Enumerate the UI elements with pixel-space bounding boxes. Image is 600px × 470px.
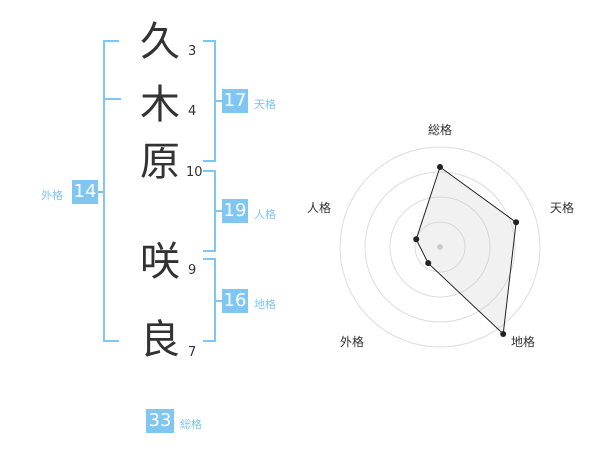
radar-point-3 <box>500 330 507 337</box>
radar-axis-label-chikaku: 地格 <box>511 334 535 349</box>
radar-axis-label-gaikaku: 外格 <box>340 334 364 349</box>
jinkaku-value: 19 <box>222 199 248 223</box>
stroke-count-5: 7 <box>188 345 197 360</box>
tenkaku-value: 17 <box>222 89 248 113</box>
radar-ring-2 <box>389 196 491 298</box>
stroke-count-1: 3 <box>188 44 197 59</box>
radar-point-4 <box>425 260 432 267</box>
gaikaku-bracket <box>103 40 119 342</box>
radar-point-2 <box>513 219 520 226</box>
radar-ring-4 <box>339 146 541 348</box>
name-char-1: 久 <box>140 19 180 65</box>
radar-axis-label-jinkaku: 人格 <box>307 200 331 215</box>
name-char-3: 原 <box>140 139 180 185</box>
gaikaku-label: 外格 <box>41 189 63 202</box>
radar-area <box>415 166 517 336</box>
radar-axis-label-soukaku: 総格 <box>428 122 452 137</box>
stroke-count-2: 4 <box>188 104 197 119</box>
chikaku-label: 地格 <box>254 298 276 311</box>
name-char-4: 咲 <box>140 239 180 285</box>
tenkaku-bracket-center <box>214 100 222 102</box>
radar-point-5 <box>413 236 420 243</box>
soukaku-value: 33 <box>146 409 174 433</box>
jinkaku-bracket-center <box>214 210 222 212</box>
name-char-5: 良 <box>140 317 180 363</box>
gaikaku-bracket-center <box>96 191 105 193</box>
gaikaku-value: 14 <box>72 180 98 204</box>
name-char-2: 木 <box>140 82 180 128</box>
soukaku-label: 総格 <box>180 418 202 431</box>
radar-center-dot <box>437 244 443 250</box>
radar-chart: 総格 天格 地格 外格 人格 <box>307 122 574 349</box>
radar-ring-1 <box>414 221 466 273</box>
chikaku-value: 16 <box>222 289 248 313</box>
radar-point-1 <box>437 164 443 170</box>
stroke-count-3: 10 <box>186 165 203 180</box>
stroke-count-4: 9 <box>188 263 197 278</box>
gaikaku-bracket-tick <box>105 98 121 100</box>
radar-axis-label-tenkaku: 天格 <box>550 200 574 215</box>
chikaku-bracket-center <box>214 300 222 302</box>
jinkaku-label: 人格 <box>254 208 276 221</box>
radar-ring-3 <box>364 171 516 323</box>
tenkaku-label: 天格 <box>254 98 276 111</box>
